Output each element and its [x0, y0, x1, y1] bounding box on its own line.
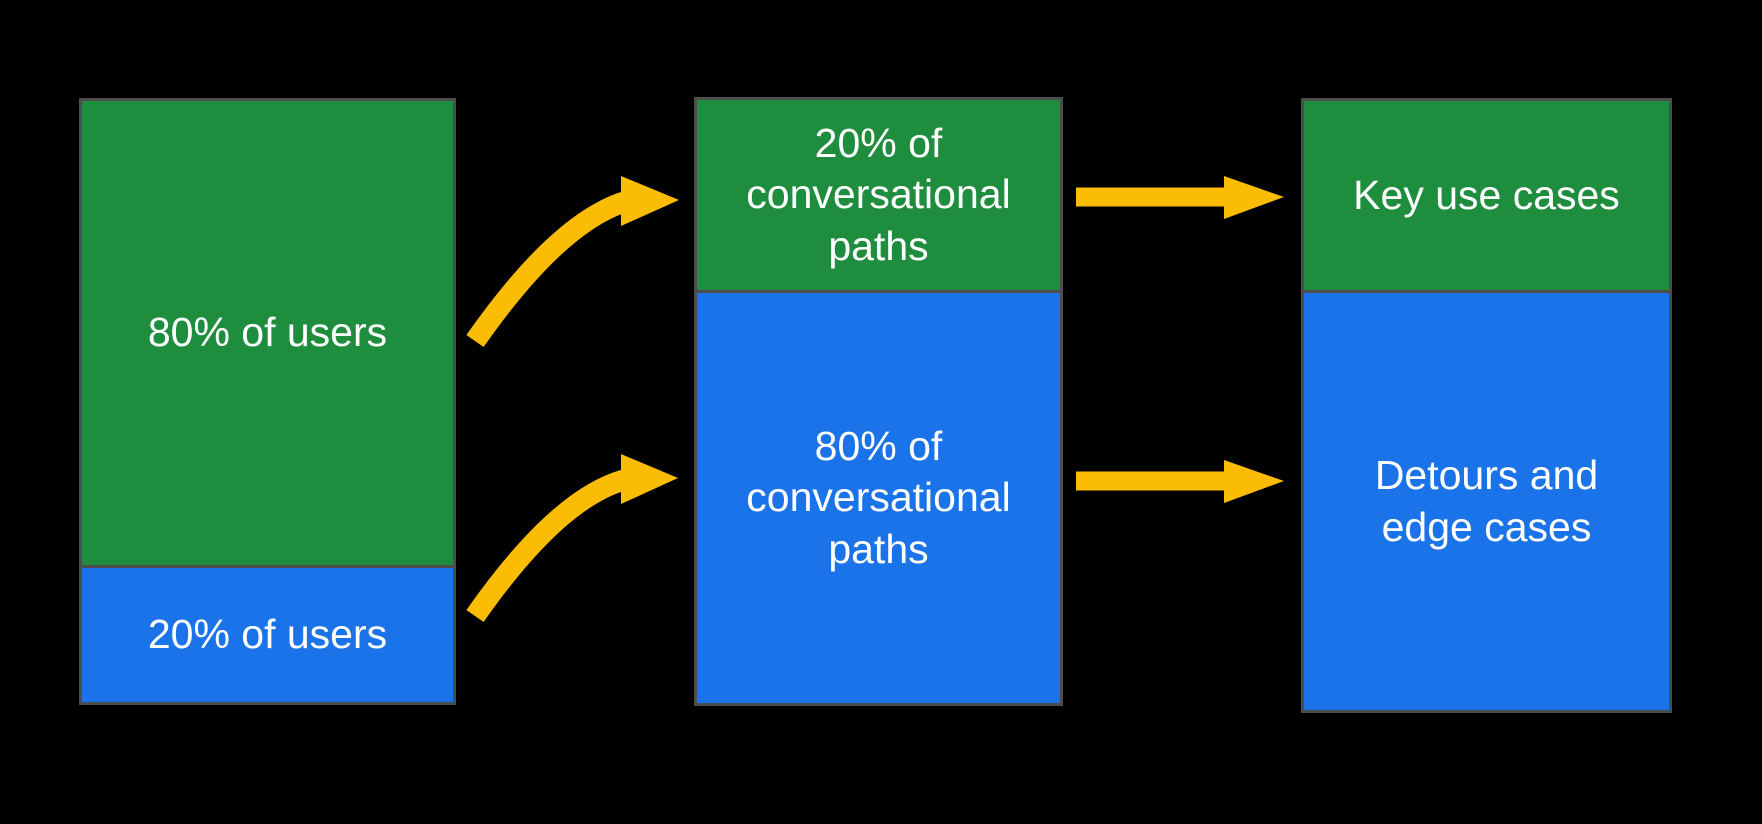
- curved-arrow-shaft: [466, 469, 628, 623]
- key-use-cases-segment: Key use cases: [1304, 101, 1669, 290]
- users-20-label: 20% of users: [147, 611, 388, 658]
- segment-divider: [82, 565, 453, 568]
- arrowhead-icon: [1224, 176, 1284, 219]
- straight-arrow-paths20-to-key-use-cases: [1076, 176, 1284, 219]
- paths-20-label: 20% of conversational paths: [746, 119, 1011, 269]
- paths-80-label: 80% of conversational paths: [746, 422, 1011, 572]
- key-use-cases-label: Key use cases: [1353, 171, 1620, 218]
- arrowhead-icon: [621, 454, 678, 504]
- straight-arrow-paths80-to-detours: [1076, 460, 1284, 503]
- arrowhead-icon: [621, 176, 679, 226]
- curved-arrow-users20-to-paths80: [466, 454, 678, 623]
- users-column: 80% of users 20% of users: [79, 98, 456, 705]
- use-cases-column: Key use cases Detours and edge cases: [1301, 98, 1672, 713]
- detours-edge-cases-label: Detours and edge cases: [1374, 451, 1599, 550]
- curved-arrow-shaft: [466, 192, 628, 348]
- users-80-segment: 80% of users: [82, 101, 453, 565]
- users-20-segment: 20% of users: [82, 568, 453, 702]
- segment-divider: [1304, 290, 1669, 293]
- detours-edge-cases-segment: Detours and edge cases: [1304, 293, 1669, 710]
- segment-divider: [697, 290, 1060, 293]
- conversational-paths-column: 20% of conversational paths 80% of conve…: [694, 97, 1063, 706]
- users-80-label: 80% of users: [147, 309, 388, 356]
- paths-20-segment: 20% of conversational paths: [697, 100, 1060, 290]
- paths-80-segment: 80% of conversational paths: [697, 293, 1060, 703]
- curved-arrow-users80-to-paths20: [466, 176, 679, 348]
- arrowhead-icon: [1224, 460, 1284, 503]
